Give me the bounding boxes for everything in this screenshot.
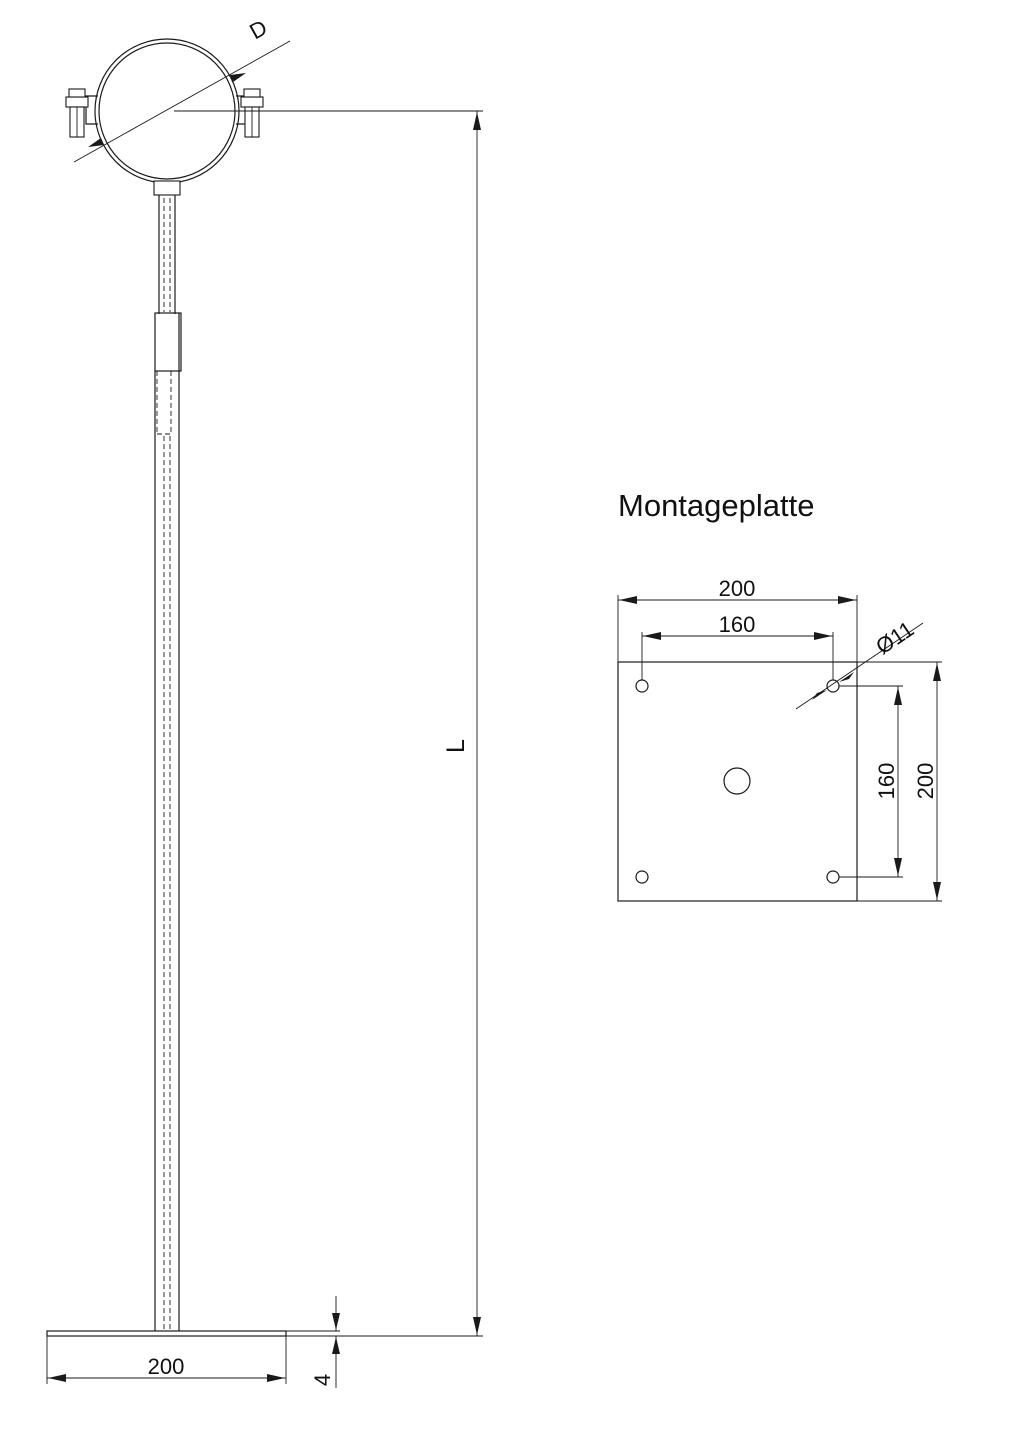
clamp-bolt-right (236, 88, 264, 138)
threaded-rod (158, 195, 176, 314)
mounting-hole-top-right (826, 679, 840, 693)
mounting-hole-top-left (635, 679, 649, 693)
plate-height-label: 200 (913, 763, 938, 800)
plate-width-dimension: 200 (617, 576, 858, 662)
plate-thickness-label: 4 (310, 1374, 335, 1386)
hole-spacing-y-label: 160 (874, 763, 899, 800)
length-dimension: L (174, 110, 483, 1337)
mounting-hole-bottom-right (826, 870, 840, 884)
support-tube (154, 313, 180, 1331)
plate-thickness-dimension: 4 (286, 1296, 340, 1388)
plate-view: Montageplatte 200 160 (617, 488, 942, 902)
plate-width-label: 200 (719, 576, 756, 601)
mounting-plate (617, 661, 858, 902)
mounting-hole-bottom-left (635, 870, 649, 884)
clamp-bolt-left (65, 88, 98, 138)
diameter-dimension: D (73, 15, 291, 163)
base-plate (46, 1330, 287, 1337)
hole-spacing-x-dimension: 160 (641, 612, 834, 680)
pipe-clamp (65, 38, 264, 196)
hole-spacing-x-label: 160 (719, 612, 756, 637)
clamp-nut (153, 180, 181, 196)
center-hole (723, 767, 751, 795)
plate-height-dimension: 200 (913, 662, 941, 901)
base-width-label: 200 (148, 1354, 185, 1379)
diameter-label: D (245, 15, 271, 45)
length-label: L (442, 739, 470, 753)
hole-diameter-dimension: Ø11 (795, 616, 924, 710)
adjustment-sleeve (154, 312, 182, 435)
side-view: D (46, 15, 483, 1388)
hole-spacing-y-dimension: 160 (874, 686, 902, 877)
base-width-dimension: 200 (46, 1336, 287, 1384)
plate-view-title: Montageplatte (618, 488, 814, 523)
